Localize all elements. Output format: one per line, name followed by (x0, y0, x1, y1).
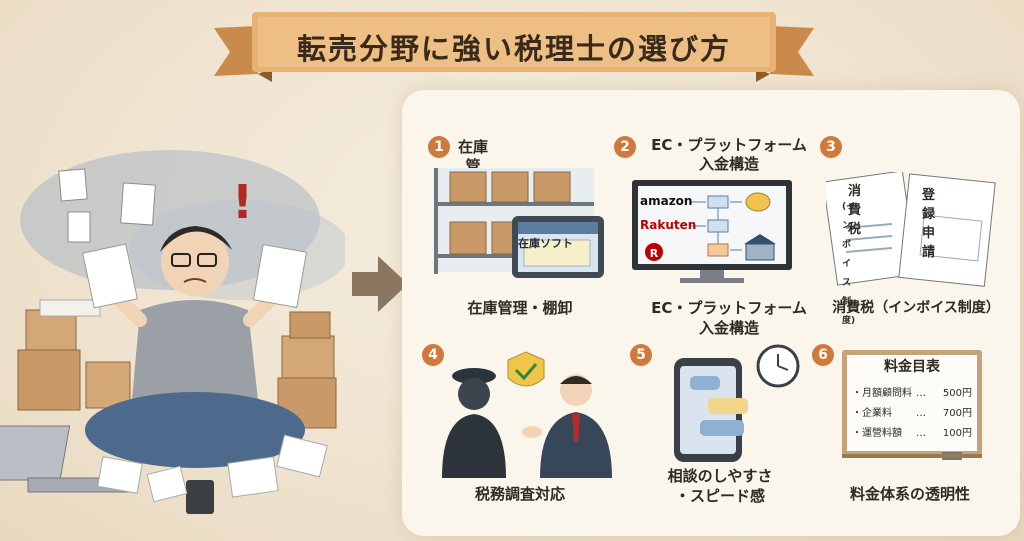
price-dots: … (916, 408, 926, 419)
doc2-title: 登録申請 (922, 188, 936, 260)
price-value: 500円 (942, 388, 972, 399)
item-caption: 消費税（インボイス制度） (832, 300, 1000, 316)
amazon-logo: amazon (640, 194, 693, 208)
item-caption: 税務調査対応 (474, 485, 565, 503)
rakuten-badge: R (649, 247, 659, 260)
item-caption-line1: 相談のしやすさ (667, 467, 773, 485)
price-label: ・運營料額 (852, 428, 902, 439)
price-board (842, 350, 982, 460)
price-row: ・運營料額 … 100円 (852, 424, 976, 444)
item-caption: 在庫管理・棚卸 (467, 299, 573, 317)
tax-documents-illustration (826, 172, 996, 287)
price-label: ・月額顧問料 (852, 388, 912, 399)
price-label: ・企業料 (852, 408, 892, 419)
item-heading-line1: EC・プラットフォーム (651, 136, 807, 154)
page-title: 転売分野に強い税理士の選び方 (296, 32, 731, 66)
right-arrow-icon (352, 256, 408, 312)
price-list: ・月額顧問料 … 500円 ・企業料 … 700円 ・運營料額 … 100円 (852, 384, 976, 444)
title-ribbon: 転売分野に強い税理士の選び方 (214, 8, 814, 84)
tax-audit-illustration (442, 351, 612, 478)
item-number: 1 (428, 136, 450, 158)
stressed-seller-illustration: ! (0, 150, 345, 514)
screen-label: 在庫ソフト (518, 237, 573, 250)
item-number: 3 (820, 136, 842, 158)
price-dots: … (916, 388, 926, 399)
price-dots: … (916, 428, 926, 439)
price-row: ・企業料 … 700円 (852, 404, 976, 424)
smartphone-chat-illustration (674, 344, 800, 462)
item-number: 2 (614, 136, 636, 158)
item-heading-line2: 入金構造 (698, 155, 759, 173)
rakuten-logo: Rakuten (640, 218, 697, 232)
item-caption-line2: ・スピード感 (674, 487, 765, 505)
item-number: 5 (630, 344, 652, 366)
exclamation-mark: ! (232, 175, 253, 229)
item-caption-line1: EC・プラットフォーム (651, 299, 807, 317)
doc1-title: 消費税 (848, 184, 862, 237)
item-caption: 料金体系の透明性 (849, 485, 970, 503)
item-number: 6 (812, 344, 834, 366)
monitor-payment-flow-illustration (632, 180, 792, 283)
doc1-subtitle: (インボイス制度) (842, 202, 856, 326)
ribbon-shape (214, 12, 814, 82)
item-caption-line2: 入金構造 (698, 319, 759, 337)
board-title: 料金目表 (884, 359, 940, 375)
price-value: 700円 (942, 408, 972, 419)
item-number: 4 (422, 344, 444, 366)
price-value: 100円 (942, 428, 972, 439)
warehouse-shelf-illustration (434, 168, 604, 278)
price-row: ・月額顧問料 … 500円 (852, 384, 976, 404)
